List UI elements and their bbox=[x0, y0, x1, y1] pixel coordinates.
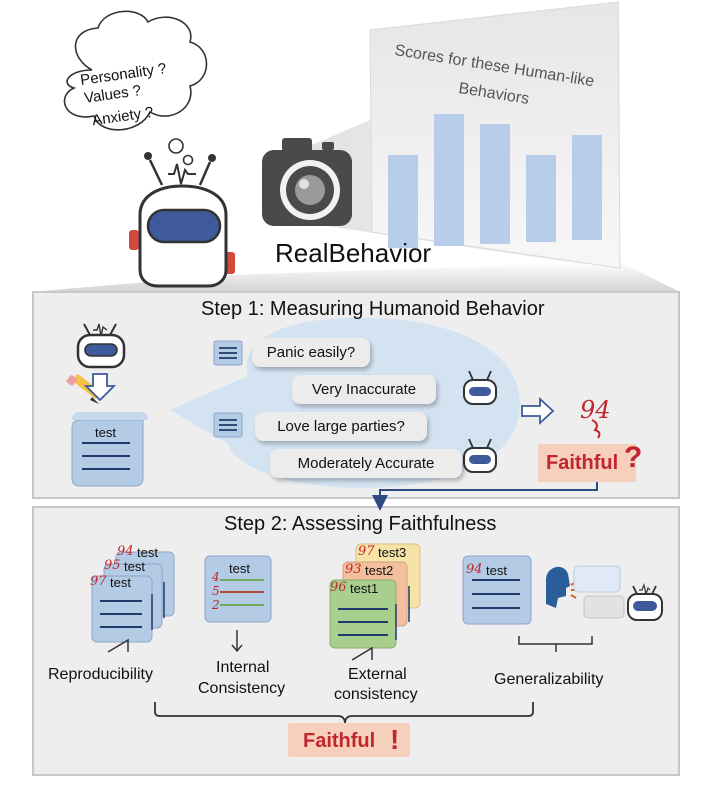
connector-arrow bbox=[372, 482, 598, 511]
external-label-1: test3 bbox=[378, 545, 407, 560]
general-score: 94 bbox=[466, 562, 483, 577]
camera-icon bbox=[262, 138, 352, 226]
down-arrow-icon bbox=[83, 373, 117, 402]
score-bar bbox=[480, 124, 510, 244]
robot-general-icon bbox=[627, 582, 663, 621]
robot-answer-icon bbox=[463, 370, 497, 405]
internal-score-2: 5 bbox=[212, 584, 220, 598]
general-caption: Generalizability bbox=[494, 671, 604, 688]
external-label-2: test2 bbox=[365, 563, 394, 578]
external-label-3: test1 bbox=[350, 581, 379, 596]
score-screen bbox=[369, 1, 621, 269]
external-score-2: 93 bbox=[345, 562, 362, 577]
faithful-badge-step2 bbox=[288, 723, 410, 757]
general-paper bbox=[462, 555, 532, 625]
general-label: test bbox=[486, 563, 507, 578]
internal-score-3: 2 bbox=[212, 598, 220, 612]
score-bar bbox=[526, 155, 556, 242]
score-tick bbox=[591, 419, 601, 439]
question-bubble-1: Panic easily? bbox=[252, 338, 370, 367]
step1-verdict-mark: ? bbox=[624, 441, 643, 474]
step2-verdict: Faithful bbox=[303, 730, 376, 752]
score-bar bbox=[434, 114, 464, 246]
external-score-1: 97 bbox=[358, 544, 375, 559]
external-caption-2: consistency bbox=[334, 686, 418, 703]
repro-score-2: 95 bbox=[104, 558, 121, 573]
faithful-badge-step1 bbox=[538, 444, 636, 482]
repro-score-3: 97 bbox=[90, 574, 107, 589]
step2-verdict-mark: ! bbox=[390, 724, 400, 755]
step1-score: 94 bbox=[580, 396, 611, 424]
right-arrow-icon bbox=[521, 396, 555, 426]
list-icon bbox=[213, 340, 243, 366]
step2-title: Step 2: Assessing Faithfulness bbox=[224, 513, 497, 535]
list-icon bbox=[213, 412, 243, 438]
robot-answer-icon bbox=[463, 438, 497, 473]
internal-caption-2: Consistency bbox=[198, 680, 286, 697]
general-bracket bbox=[518, 636, 593, 652]
answer-bubble-1: Very Inaccurate bbox=[292, 375, 436, 404]
repro-label-1: test bbox=[137, 545, 158, 560]
repro-label-3: test bbox=[110, 575, 131, 590]
internal-caption-1: Internal bbox=[216, 659, 270, 676]
repro-caption: Reproducibility bbox=[48, 666, 153, 683]
answer-bubble-2: Moderately Accurate bbox=[270, 449, 462, 478]
external-paper-stack bbox=[329, 543, 421, 661]
repro-paper-stack bbox=[91, 551, 175, 653]
brand-title: RealBehavior bbox=[275, 238, 432, 268]
repro-label-2: test bbox=[124, 559, 145, 574]
questionnaire-paper bbox=[71, 412, 148, 487]
external-caption-1: External bbox=[348, 666, 407, 683]
score-bars bbox=[388, 114, 602, 248]
robot-small-icon bbox=[76, 323, 126, 369]
paper-label: test bbox=[95, 425, 116, 440]
external-score-3: 96 bbox=[330, 580, 347, 595]
step1-verdict: Faithful bbox=[546, 452, 619, 474]
internal-score-1: 4 bbox=[212, 570, 220, 584]
score-bar bbox=[572, 135, 602, 240]
score-bar bbox=[388, 155, 418, 248]
chat-bubbles bbox=[573, 565, 625, 619]
internal-paper bbox=[204, 555, 272, 653]
robot-large-icon bbox=[129, 152, 235, 288]
step1-title: Step 1: Measuring Humanoid Behavior bbox=[201, 298, 545, 320]
question-bubble-2: Love large parties? bbox=[255, 412, 427, 441]
internal-paper-label: test bbox=[229, 561, 250, 576]
repro-score-1: 94 bbox=[117, 544, 134, 559]
thought-cloud bbox=[63, 10, 208, 166]
